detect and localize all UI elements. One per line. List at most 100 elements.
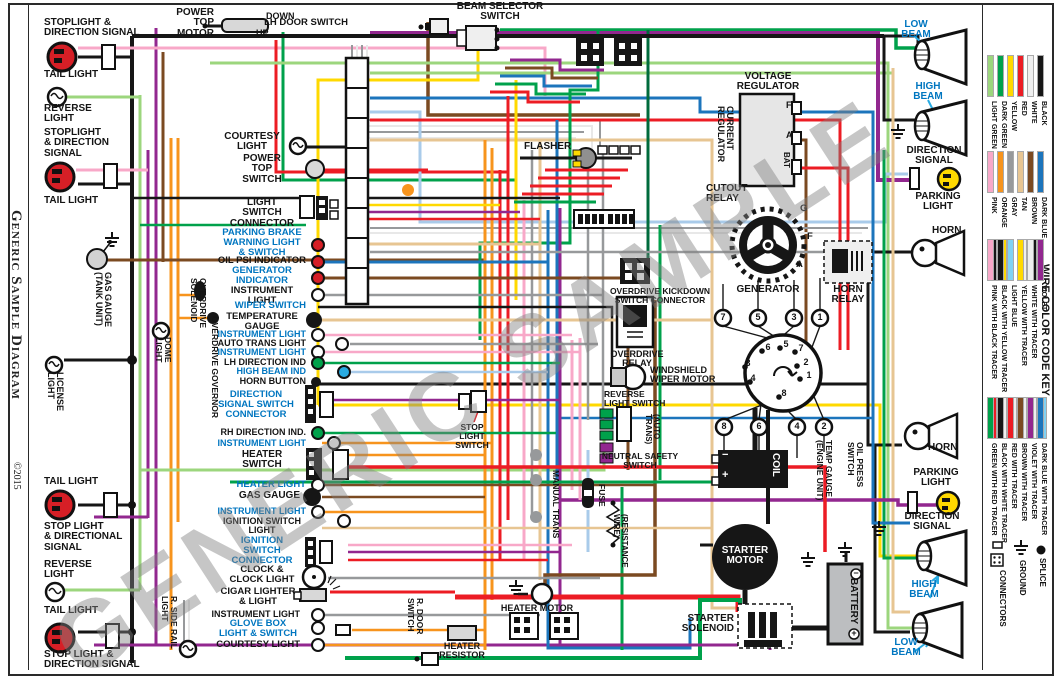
headlight-hatch — [917, 550, 930, 562]
heater-motor: HEATER MOTOR — [500, 603, 574, 613]
key-swatch — [997, 151, 1004, 193]
ign-term-4: 4 — [794, 421, 800, 431]
neutral-safety-switch: NEUTRAL SAFETY SWITCH — [601, 451, 679, 470]
ground-symbol — [801, 552, 815, 567]
tail-light-3: TAIL LIGHT — [44, 476, 99, 487]
pin — [308, 409, 313, 414]
terminal — [329, 210, 339, 220]
wire — [370, 110, 908, 224]
lh-door-switch: LH DOOR SWITCH — [264, 17, 348, 28]
lh-door-switch-body — [429, 18, 449, 35]
key-swatch-tracer — [992, 397, 997, 439]
wiper-motor-mount — [610, 367, 627, 387]
indicator-red — [311, 271, 325, 285]
wire — [495, 82, 586, 96]
key-swatch-tracer — [1012, 397, 1017, 439]
horn-button-dot — [311, 377, 321, 387]
instrument-light-5: INSTRUMENT LIGHT — [217, 506, 307, 516]
pin — [993, 561, 996, 564]
gas-tank-gauge — [86, 248, 108, 270]
ign-pin — [759, 348, 765, 354]
gauge-stem — [102, 242, 111, 253]
terminal — [630, 145, 641, 155]
tail-light-1: TAIL LIGHT — [44, 69, 99, 80]
od-solenoid-body — [194, 281, 206, 301]
pin — [919, 246, 925, 252]
filament — [182, 645, 194, 651]
legend-connector-symbol — [992, 541, 1003, 549]
filament — [50, 92, 64, 100]
wire — [455, 594, 741, 612]
pin — [308, 550, 313, 555]
bulb — [311, 608, 325, 622]
ign-pin — [792, 349, 798, 355]
battery-pos — [848, 628, 860, 640]
splice-dot — [530, 449, 542, 461]
splice-dot — [128, 501, 136, 509]
key-swatch — [1037, 55, 1044, 97]
tail-lamp-2 — [44, 161, 76, 193]
ignition-connector-plug — [319, 540, 333, 564]
od-kickdown-connector — [620, 258, 650, 284]
key-swatch-label: ORANGE — [999, 197, 1007, 228]
voltage-regulator: VOLTAGE REGULATOR — [736, 71, 800, 93]
cigar-spark — [327, 575, 341, 590]
auto-trans: (AUTO TRANS) — [643, 414, 661, 445]
key-swatch-label: WHITE WITH TRACER — [1029, 285, 1037, 359]
pin — [593, 55, 599, 61]
wire — [370, 96, 740, 114]
generator-center — [765, 242, 771, 248]
key-swatch — [1017, 397, 1024, 439]
fuse-pin — [585, 214, 590, 224]
key-swatch — [987, 151, 994, 193]
od-relay-lines — [627, 331, 643, 338]
terminal — [608, 145, 619, 155]
dome-light: DOME LIGHT — [154, 337, 173, 363]
starter-solenoid: STARTER SOLENOID — [681, 613, 734, 635]
parking-lamp-glyph — [943, 174, 951, 178]
gen-terminal-f: F — [807, 231, 813, 242]
tail-lamp-1 — [46, 41, 78, 73]
fuse-pin — [615, 214, 620, 224]
ign-pin — [797, 376, 803, 382]
filament — [48, 587, 62, 595]
od-relay: OVERDRIVE RELAY — [610, 349, 664, 369]
key-swatch — [1037, 397, 1044, 439]
wire — [882, 36, 916, 122]
direction-signal-bottom: DIRECTION SIGNAL — [904, 511, 960, 533]
legend-ground: GROUND — [1018, 560, 1027, 596]
indicator-red — [311, 255, 325, 269]
ign-pin-5: 5 — [783, 339, 789, 349]
tail-lamp-1-glyph — [54, 58, 62, 63]
horn-bottom: HORN — [928, 442, 958, 453]
key-swatch — [1007, 397, 1014, 439]
ign-pin-2: 2 — [803, 357, 809, 367]
wire — [210, 61, 912, 630]
heater-resistor: HEATER RESISTOR — [439, 641, 485, 661]
bulb — [337, 514, 351, 528]
beam-selector-body — [465, 25, 497, 51]
pin — [308, 399, 313, 404]
key-swatch-label: GRAY — [1009, 197, 1017, 217]
courtesy-light-top: COURTESY LIGHT — [224, 131, 280, 153]
ign-pin-1: 1 — [806, 370, 812, 380]
coil-plus: + — [722, 469, 729, 481]
fuse-label: FUSE — [597, 484, 607, 507]
starter-motor: STARTER MOTOR — [721, 545, 769, 567]
heater-motor-body — [530, 582, 554, 606]
headlight-hatch — [915, 120, 928, 132]
legend-splice-dot — [1036, 545, 1046, 555]
indicator-green — [311, 356, 325, 370]
key-swatch-label: BLACK — [1039, 101, 1047, 126]
ign-term-5: 5 — [755, 312, 761, 322]
key-swatch — [1027, 239, 1034, 281]
instrument-light-3: INSTRUMENT LIGHT — [217, 347, 307, 357]
key-swatch — [1037, 239, 1044, 281]
reverse-switch-pin — [599, 430, 614, 441]
ground-symbol — [105, 232, 119, 247]
ign-pin-4: 4 — [750, 373, 756, 383]
tail-lamp-3-glyph — [52, 497, 62, 502]
key-swatch-label: TAN — [1019, 197, 1027, 211]
battery: BATTERY — [848, 578, 859, 625]
